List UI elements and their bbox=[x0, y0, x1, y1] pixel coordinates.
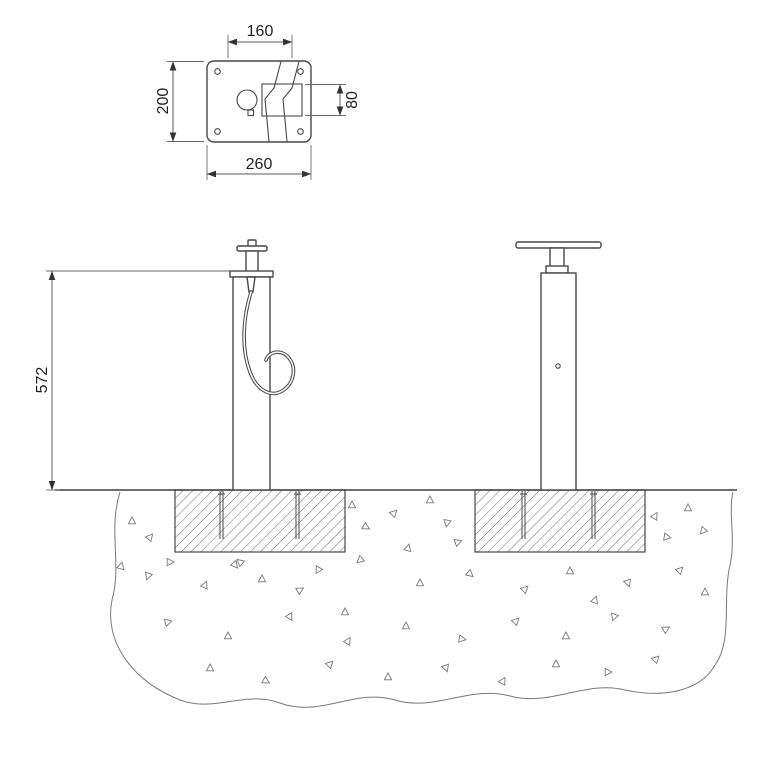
logo-mark bbox=[247, 109, 255, 117]
post-body bbox=[232, 276, 271, 491]
tap-opening-circle bbox=[236, 89, 258, 111]
dim-label-200: 200 bbox=[155, 88, 172, 115]
right-post bbox=[515, 241, 602, 491]
right-footing bbox=[474, 489, 646, 553]
dim-260: 260 bbox=[206, 145, 312, 180]
top-stem bbox=[549, 247, 565, 269]
hose-fitting bbox=[246, 276, 256, 293]
post-body bbox=[540, 272, 577, 491]
post-cap bbox=[229, 270, 274, 278]
dim-160: 160 bbox=[227, 23, 293, 58]
valve-stem bbox=[245, 250, 259, 273]
slot-outline bbox=[261, 83, 303, 117]
dim-label-160: 160 bbox=[247, 23, 274, 40]
screw-holes bbox=[214, 68, 304, 135]
concrete-aggregate-texture bbox=[115, 495, 710, 686]
dim-80: 80 bbox=[305, 84, 361, 116]
soil-section-outline bbox=[110, 491, 734, 708]
dim-572: 572 bbox=[34, 270, 230, 491]
dim-label-260: 260 bbox=[246, 156, 273, 173]
top-plate bbox=[515, 241, 602, 249]
shower-hose bbox=[242, 290, 296, 396]
channel-band bbox=[264, 61, 300, 142]
post-hole bbox=[555, 363, 561, 369]
push-button-disk bbox=[236, 245, 268, 252]
left-footing bbox=[174, 489, 346, 553]
side-elevation: 572 bbox=[34, 239, 737, 708]
dim-label-80: 80 bbox=[344, 91, 361, 109]
stem-collar bbox=[545, 265, 569, 274]
dim-200: 200 bbox=[155, 61, 204, 142]
anchor-bolts bbox=[218, 491, 597, 539]
top-view: 160 200 80 260 bbox=[155, 23, 361, 180]
dim-label-572: 572 bbox=[34, 367, 51, 394]
left-post bbox=[229, 239, 296, 491]
